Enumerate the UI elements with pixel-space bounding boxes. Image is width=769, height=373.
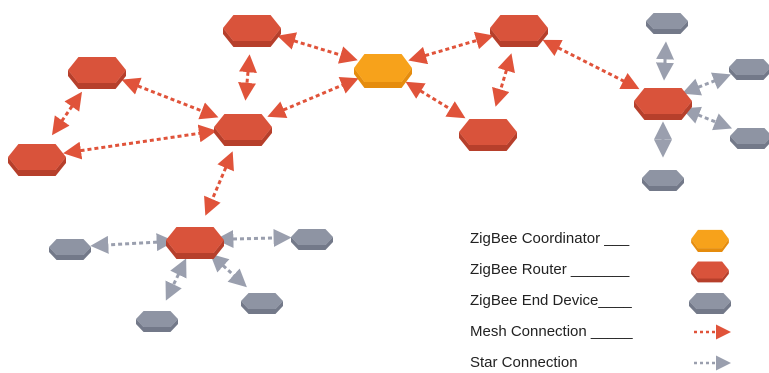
- legend-label-coordinator: ZigBee Coordinator ___: [470, 230, 630, 247]
- end-device-node-e8: [241, 293, 283, 314]
- end-device-node-e6: [291, 229, 333, 250]
- end-device-node-e1: [646, 13, 688, 34]
- mesh-connection-r4-coord: [267, 76, 359, 119]
- end-device-node-e7: [136, 311, 178, 332]
- end-device-node-e3: [730, 128, 769, 149]
- legend-coordinator-icon: [691, 229, 729, 252]
- star-connection-r8-e2: [682, 72, 731, 96]
- coordinator-node-coord: [354, 54, 412, 88]
- legend-router-icon: [691, 261, 729, 283]
- star-connection-r8-e1: [655, 41, 675, 81]
- connection-layer: [51, 31, 733, 301]
- mesh-connection-coord-r6: [405, 81, 466, 119]
- mesh-connection-r2-r3: [51, 91, 83, 136]
- end-device-node-e2: [729, 59, 769, 80]
- star-connection-r7-e6: [215, 228, 292, 249]
- legend-label-star-connection: Star Connection: [470, 354, 578, 371]
- legend-label-router: ZigBee Router _______: [470, 261, 630, 278]
- star-connection-r7-e8: [210, 253, 247, 288]
- end-device-node-e4: [642, 170, 684, 191]
- router-node-r5: [490, 15, 548, 47]
- mesh-connection-r5-r6: [492, 53, 515, 107]
- node-layer: [8, 13, 769, 332]
- router-node-r7: [166, 227, 224, 259]
- legend-label-end-device: ZigBee End Device____: [470, 292, 632, 309]
- mesh-connection-r4-r7: [204, 151, 234, 216]
- router-node-r3: [8, 144, 66, 176]
- router-node-r2: [68, 57, 126, 89]
- router-node-r1: [223, 15, 281, 47]
- legend-end-device-icon: [689, 293, 731, 314]
- router-node-r4: [214, 114, 272, 146]
- legend-symbols: [689, 229, 731, 371]
- mesh-connection-r2-r4: [121, 77, 219, 120]
- mesh-connection-r1-coord: [277, 32, 358, 64]
- mesh-connection-r5-r8: [542, 39, 640, 90]
- mesh-connection-r1-r4: [238, 54, 257, 101]
- end-device-node-e5: [49, 239, 91, 260]
- star-connection-r8-e3: [681, 106, 733, 131]
- star-connection-r7-e5: [90, 233, 175, 254]
- mesh-connection-coord-r5: [408, 31, 494, 65]
- router-node-r6: [459, 119, 517, 151]
- mesh-connection-r3-r4: [63, 124, 217, 160]
- star-connection-r7-e7: [165, 258, 187, 301]
- router-node-r8: [634, 88, 692, 120]
- legend-label-mesh-connection: Mesh Connection _____: [470, 323, 633, 340]
